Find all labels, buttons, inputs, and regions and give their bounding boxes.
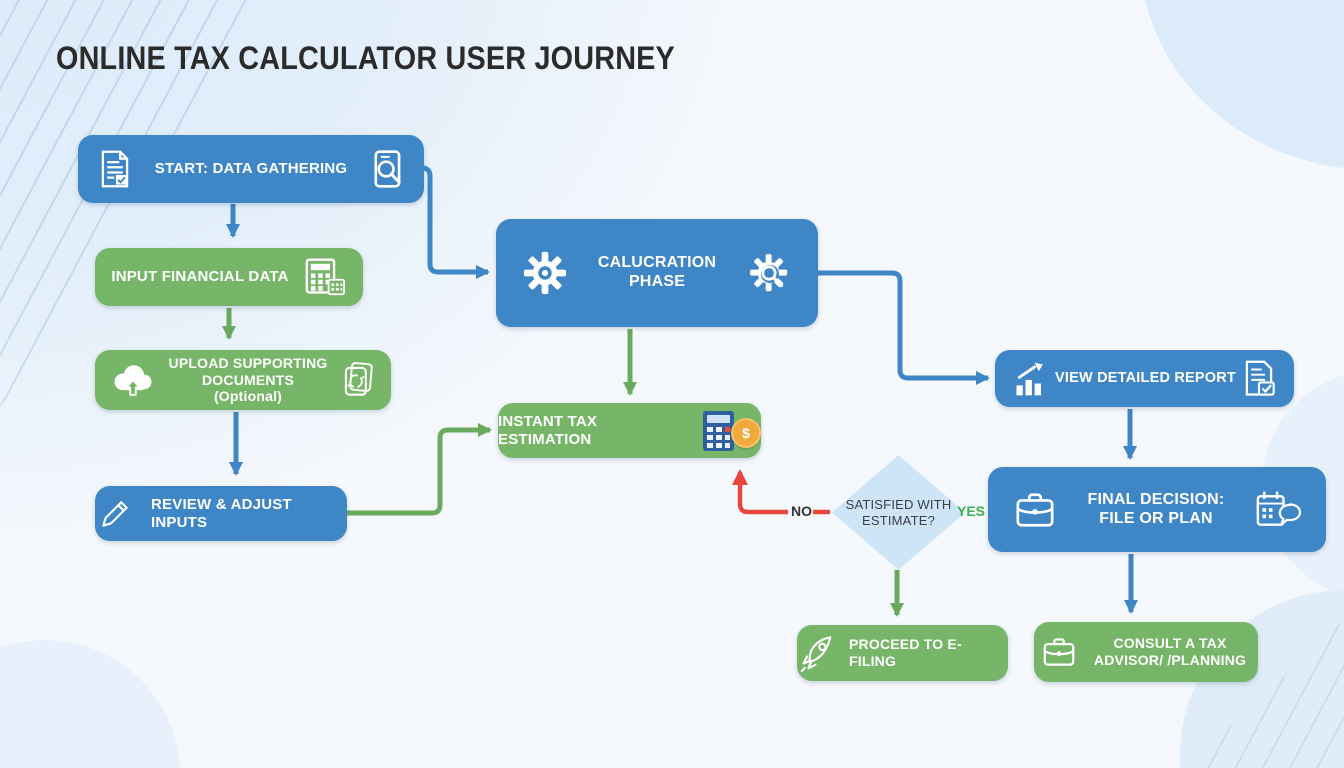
briefcase-icon	[1012, 489, 1058, 531]
gear-icon	[522, 250, 568, 296]
document-check-icon	[1240, 358, 1278, 400]
node-label: FINAL DECISION: FILE OR PLAN	[1087, 490, 1225, 527]
edge-label-no: NO	[791, 503, 812, 519]
cloud-upload-icon	[109, 361, 157, 399]
dollar-coin-icon: $	[731, 417, 761, 448]
node-upload-documents: UPLOAD SUPPORTING DOCUMENTS (Optional)	[95, 350, 391, 410]
node-label: REVIEW & ADJUST INPUTS	[151, 495, 292, 531]
node-instant-tax-estimation: INSTANT TAX ESTIMATION $	[498, 403, 761, 458]
node-start-data-gathering: START: DATA GATHERING	[78, 135, 424, 203]
node-input-financial-data: INPUT FINANCIAL DATA	[95, 248, 363, 306]
node-consult-advisor: CONSULT A TAX ADVISOR/ /PLANNING	[1034, 622, 1258, 682]
gear-search-icon	[746, 250, 792, 296]
node-final-decision: FINAL DECISION: FILE OR PLAN	[988, 467, 1326, 552]
node-view-detailed-report: VIEW DETAILED REPORT	[995, 350, 1294, 407]
calculator-coin-icon: $	[701, 409, 761, 453]
rocket-icon	[797, 632, 839, 674]
bar-chart-up-icon	[1011, 359, 1051, 399]
node-label: START: DATA GATHERING	[154, 160, 348, 178]
node-label: CALUCRATION PHASE	[597, 254, 717, 290]
node-label: VIEW DETAILED REPORT	[1055, 369, 1236, 386]
document-search-icon	[368, 148, 406, 190]
documents-sync-icon	[339, 359, 377, 401]
calculator-icon	[303, 257, 347, 297]
page-title: ONLINE TAX CALCULATOR USER JOURNEY	[56, 40, 675, 76]
node-label: INPUT FINANCIAL DATA	[111, 268, 289, 286]
edge-label-yes: YES	[957, 503, 986, 519]
node-label: UPLOAD SUPPORTING DOCUMENTS (Optional)	[168, 355, 328, 405]
node-review-adjust-inputs: REVIEW & ADJUST INPUTS	[95, 486, 347, 541]
node-label: CONSULT A TAX ADVISOR/ /PLANNING	[1093, 635, 1247, 668]
node-label: SATISFIED WITH ESTIMATE?	[845, 497, 952, 528]
calendar-chat-icon	[1254, 488, 1302, 532]
pencil-icon	[95, 494, 135, 534]
node-proceed-efiling: PROCEED TO E-FILING	[797, 625, 1008, 681]
node-label: INSTANT TAX ESTIMATION	[498, 412, 598, 448]
document-lines-icon	[96, 148, 134, 190]
node-calculation-phase: CALUCRATION PHASE	[496, 219, 818, 327]
node-label: PROCEED TO E-FILING	[849, 636, 962, 669]
briefcase-icon	[1040, 634, 1078, 670]
